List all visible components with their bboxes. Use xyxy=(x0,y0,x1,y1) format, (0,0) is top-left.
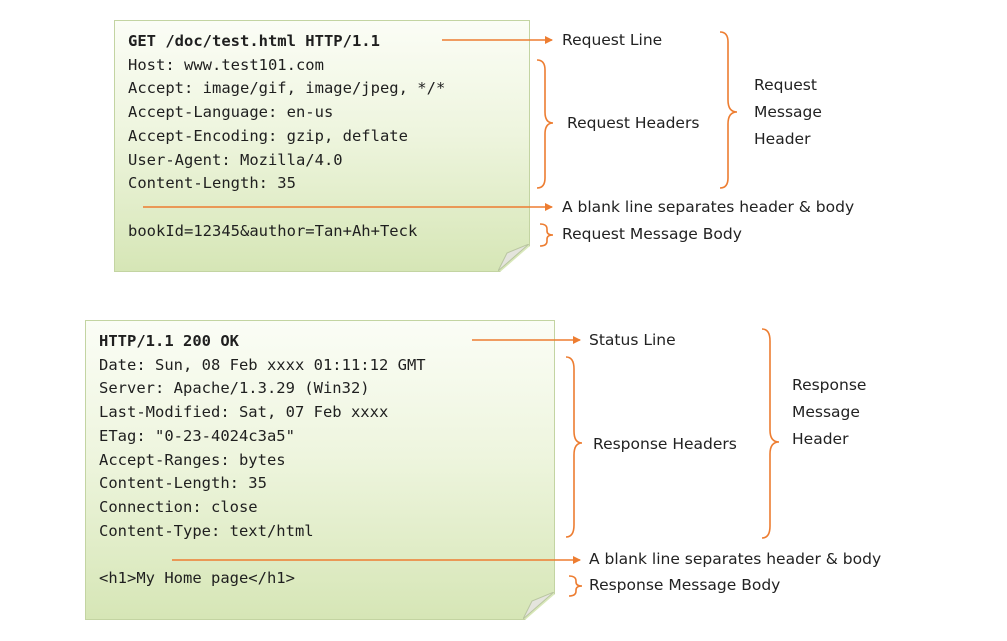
response-body-brace xyxy=(568,575,583,597)
request-blank-line-label: A blank line separates header & body xyxy=(562,198,855,216)
request-message-header-brace xyxy=(719,31,738,189)
request-headers-brace xyxy=(536,59,554,189)
request-header-line: Accept-Language: en-us xyxy=(128,103,334,122)
status-line-label: Status Line xyxy=(589,331,676,349)
request-line-text: GET /doc/test.html HTTP/1.1 xyxy=(128,32,380,50)
response-blank-line-label: A blank line separates header & body xyxy=(589,550,882,568)
response-header-line: Accept-Ranges: bytes xyxy=(99,450,286,469)
response-code: HTTP/1.1 200 OK Date: Sun, 08 Feb xxxx 01… xyxy=(99,330,426,591)
response-message-body-label: Response Message Body xyxy=(589,576,781,594)
response-message-header-label: Response Message Header xyxy=(792,376,867,448)
response-body-text: <h1>My Home page</h1> xyxy=(99,569,295,588)
response-note-fold xyxy=(523,592,554,619)
response-message-header-brace xyxy=(761,328,780,539)
request-message-body-label: Request Message Body xyxy=(562,225,742,243)
response-note xyxy=(85,320,555,620)
response-header-line: Content-Type: text/html xyxy=(99,521,314,540)
request-header-line: Content-Length: 35 xyxy=(128,174,296,193)
response-header-line: Date: Sun, 08 Feb xxxx 01:11:12 GMT xyxy=(99,355,426,374)
request-line-label: Request Line xyxy=(562,31,663,49)
request-body-brace xyxy=(539,223,554,247)
request-header-line: User-Agent: Mozilla/4.0 xyxy=(128,150,343,169)
request-body-text: bookId=12345&author=Tan+Ah+Teck xyxy=(128,221,418,240)
response-header-line: Last-Modified: Sat, 07 Feb xxxx xyxy=(99,403,389,422)
request-message-header-label: Request Message Header xyxy=(754,76,822,148)
request-note xyxy=(114,20,530,272)
response-header-line: Connection: close xyxy=(99,497,258,516)
response-header-line: Content-Length: 35 xyxy=(99,474,267,493)
request-header-line: Accept: image/gif, image/jpeg, */* xyxy=(128,79,446,98)
request-headers-label: Request Headers xyxy=(567,114,700,132)
response-header-line: ETag: "0-23-4024c3a5" xyxy=(99,426,295,445)
status-line-text: HTTP/1.1 200 OK xyxy=(99,332,239,350)
response-headers-brace xyxy=(565,356,583,538)
request-note-fold xyxy=(498,244,529,271)
request-header-line: Host: www.test101.com xyxy=(128,55,324,74)
response-header-line: Server: Apache/1.3.29 (Win32) xyxy=(99,379,370,398)
response-headers-label: Response Headers xyxy=(593,435,737,453)
request-header-line: Accept-Encoding: gzip, deflate xyxy=(128,126,408,145)
